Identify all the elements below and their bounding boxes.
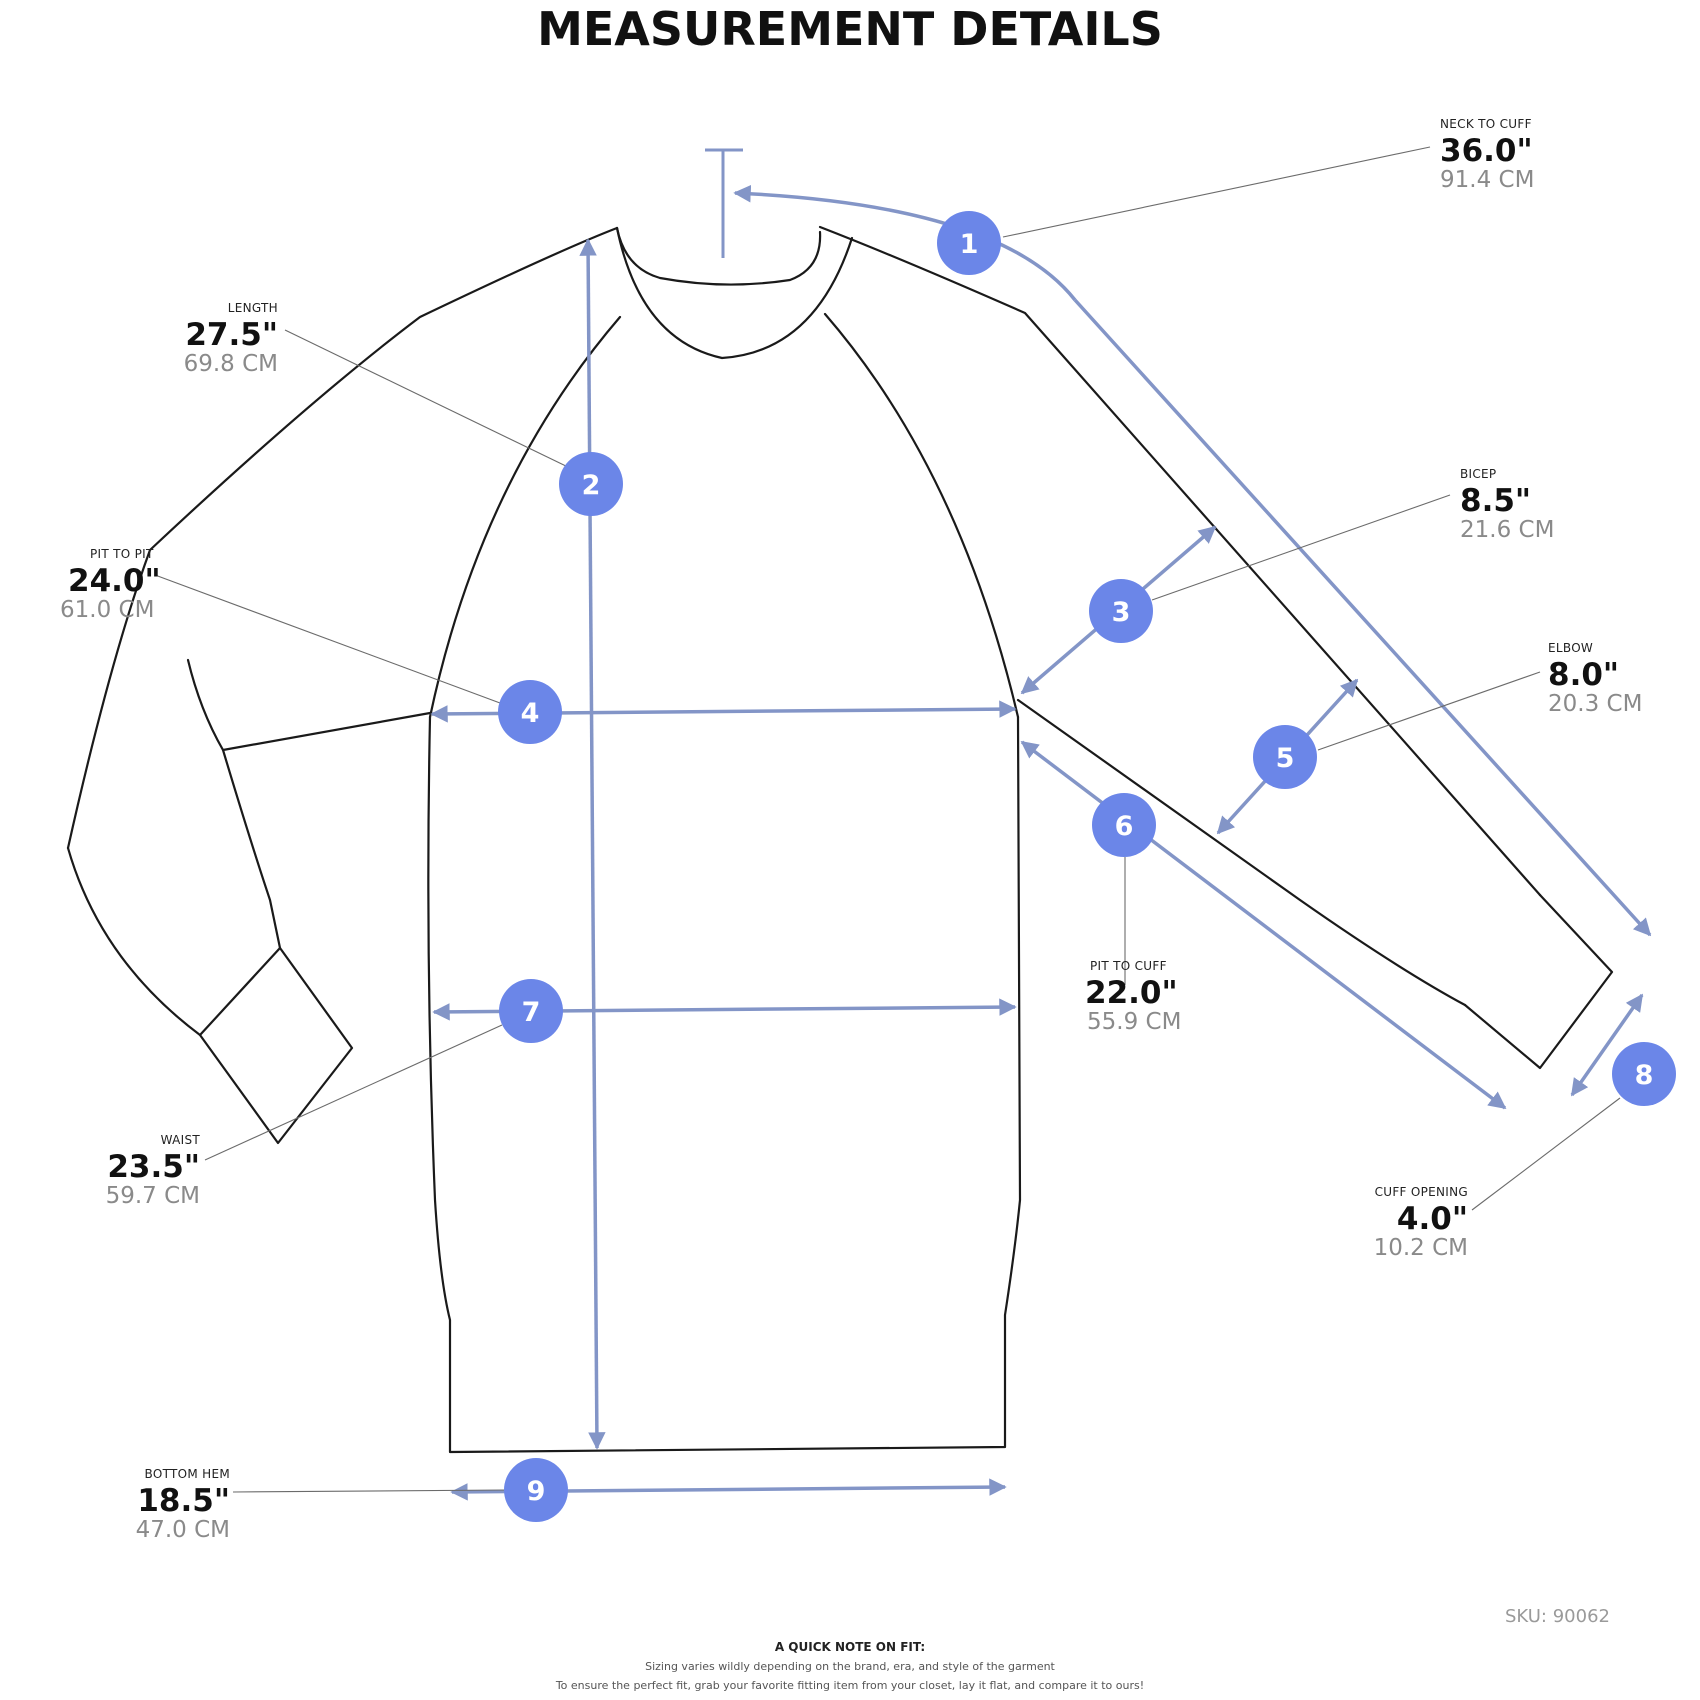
svg-text:7: 7 [522, 997, 541, 1028]
badge-5: 5 [1253, 725, 1317, 789]
svg-text:8: 8 [1635, 1060, 1654, 1091]
measurement-label: WAIST [160, 1133, 200, 1147]
measurement-inches: 8.0" [1548, 657, 1620, 693]
measurement-inches: 22.0" [1085, 975, 1178, 1011]
badge-8: 8 [1612, 1042, 1676, 1106]
sku-label: SKU: 90062 [1505, 1606, 1610, 1627]
measurement-inches: 23.5" [107, 1149, 200, 1185]
measurement-neck-to-cuff: NECK TO CUFF 36.0" 91.4 CM [1440, 118, 1534, 192]
right-cuff [1463, 893, 1614, 1070]
arrow-cuff-opening [1570, 993, 1644, 1097]
measurement-bottom-hem: BOTTOM HEM 18.5" 47.0 CM [120, 1468, 230, 1542]
collar-outer [615, 226, 854, 360]
svg-text:3: 3 [1112, 597, 1131, 628]
leader-cuff-opening [1471, 1097, 1621, 1211]
measurement-cm: 91.4 CM [1440, 167, 1535, 193]
badge-2: 2 [559, 452, 623, 516]
measurement-inches: 4.0" [1396, 1201, 1468, 1237]
arrow-neck-to-cuff [1073, 298, 1652, 937]
measurement-label: BOTTOM HEM [144, 1467, 230, 1481]
badge-6: 6 [1092, 793, 1156, 857]
measurement-elbow: ELBOW 8.0" 20.3 CM [1548, 642, 1642, 716]
leader-pit-to-pit [154, 574, 501, 704]
measurement-label: BICEP [1460, 467, 1497, 481]
measurement-inches: 36.0" [1440, 133, 1533, 169]
badge-4: 4 [498, 680, 562, 744]
leader-lines [154, 146, 1621, 1493]
leader-waist [204, 1024, 503, 1161]
badge-9: 9 [504, 1458, 568, 1522]
measurement-arrows [430, 184, 1652, 1501]
arrow-length [579, 238, 606, 1450]
svg-text:1: 1 [960, 229, 979, 260]
svg-text:9: 9 [527, 1476, 546, 1507]
badge-1: 1 [937, 211, 1001, 275]
measurement-cm: 20.3 CM [1548, 691, 1643, 717]
arrow-pit-to-cuff [1020, 740, 1507, 1110]
left-sleeve-outer [66, 846, 202, 1037]
measurement-cm: 47.0 CM [135, 1517, 230, 1543]
leader-neck-to-cuff [1002, 146, 1431, 238]
right-raglan-seam [823, 312, 1020, 719]
leader-bicep [1151, 494, 1451, 601]
badge-3: 3 [1089, 579, 1153, 643]
fit-note-title: A QUICK NOTE ON FIT: [774, 1640, 926, 1654]
svg-text:2: 2 [582, 470, 601, 501]
measurement-label: CUFF OPENING [1374, 1185, 1468, 1199]
measurement-label: LENGTH [227, 301, 278, 315]
fit-note: A QUICK NOTE ON FIT: Sizing varies wildl… [0, 1640, 1700, 1698]
measurement-cm: 69.8 CM [183, 351, 278, 377]
leader-length [284, 329, 571, 469]
left-sleeve-top [66, 226, 619, 850]
measurement-label: PIT TO CUFF [1090, 959, 1167, 973]
measurement-inches: 27.5" [185, 317, 278, 353]
measurement-length: LENGTH 27.5" 69.8 CM [170, 302, 278, 376]
measurement-waist: WAIST 23.5" 59.7 CM [100, 1134, 200, 1208]
measurement-cm: 55.9 CM [1087, 1009, 1182, 1035]
left-cuff [198, 946, 354, 1145]
page-title: MEASUREMENT DETAILS [537, 2, 1163, 56]
leader-elbow [1317, 671, 1541, 751]
badge-7: 7 [499, 979, 563, 1043]
svg-text:5: 5 [1276, 743, 1295, 774]
measurement-cm: 21.6 CM [1460, 517, 1555, 543]
measurement-cm: 61.0 CM [60, 597, 155, 623]
right-sleeve-top [818, 225, 1542, 897]
measurement-inches: 18.5" [137, 1483, 230, 1519]
fit-note-line: To ensure the perfect fit, grab your fav… [555, 1679, 1145, 1692]
measurement-pit-to-cuff: PIT TO CUFF 22.0" 55.9 CM [1085, 960, 1181, 1034]
arrow-neck-to-cuff-top [733, 184, 1077, 302]
fit-note-line: Sizing varies wildly depending on the br… [645, 1660, 1055, 1673]
measurement-cm: 10.2 CM [1373, 1235, 1468, 1261]
measurement-cuff-opening: CUFF OPENING 4.0" 10.2 CM [1350, 1186, 1468, 1260]
body-outline [427, 715, 1022, 1454]
leader-bottom-hem [232, 1489, 506, 1493]
left-sleeve-fold [186, 658, 225, 752]
measurement-label: NECK TO CUFF [1440, 117, 1532, 131]
measurement-inches: 8.5" [1460, 483, 1532, 519]
measurement-bicep: BICEP 8.5" 21.6 CM [1460, 468, 1554, 542]
svg-text:4: 4 [521, 698, 540, 729]
measurement-label: PIT TO PIT [90, 547, 154, 561]
measurement-label: ELBOW [1548, 641, 1594, 655]
collar-inner [615, 226, 822, 286]
measurement-cm: 59.7 CM [105, 1183, 200, 1209]
svg-text:6: 6 [1115, 811, 1134, 842]
measurement-pit-to-pit: PIT TO PIT 24.0" 61.0 CM [60, 548, 161, 622]
left-sleeve-inner [221, 711, 432, 950]
measurement-inches: 24.0" [68, 563, 161, 599]
